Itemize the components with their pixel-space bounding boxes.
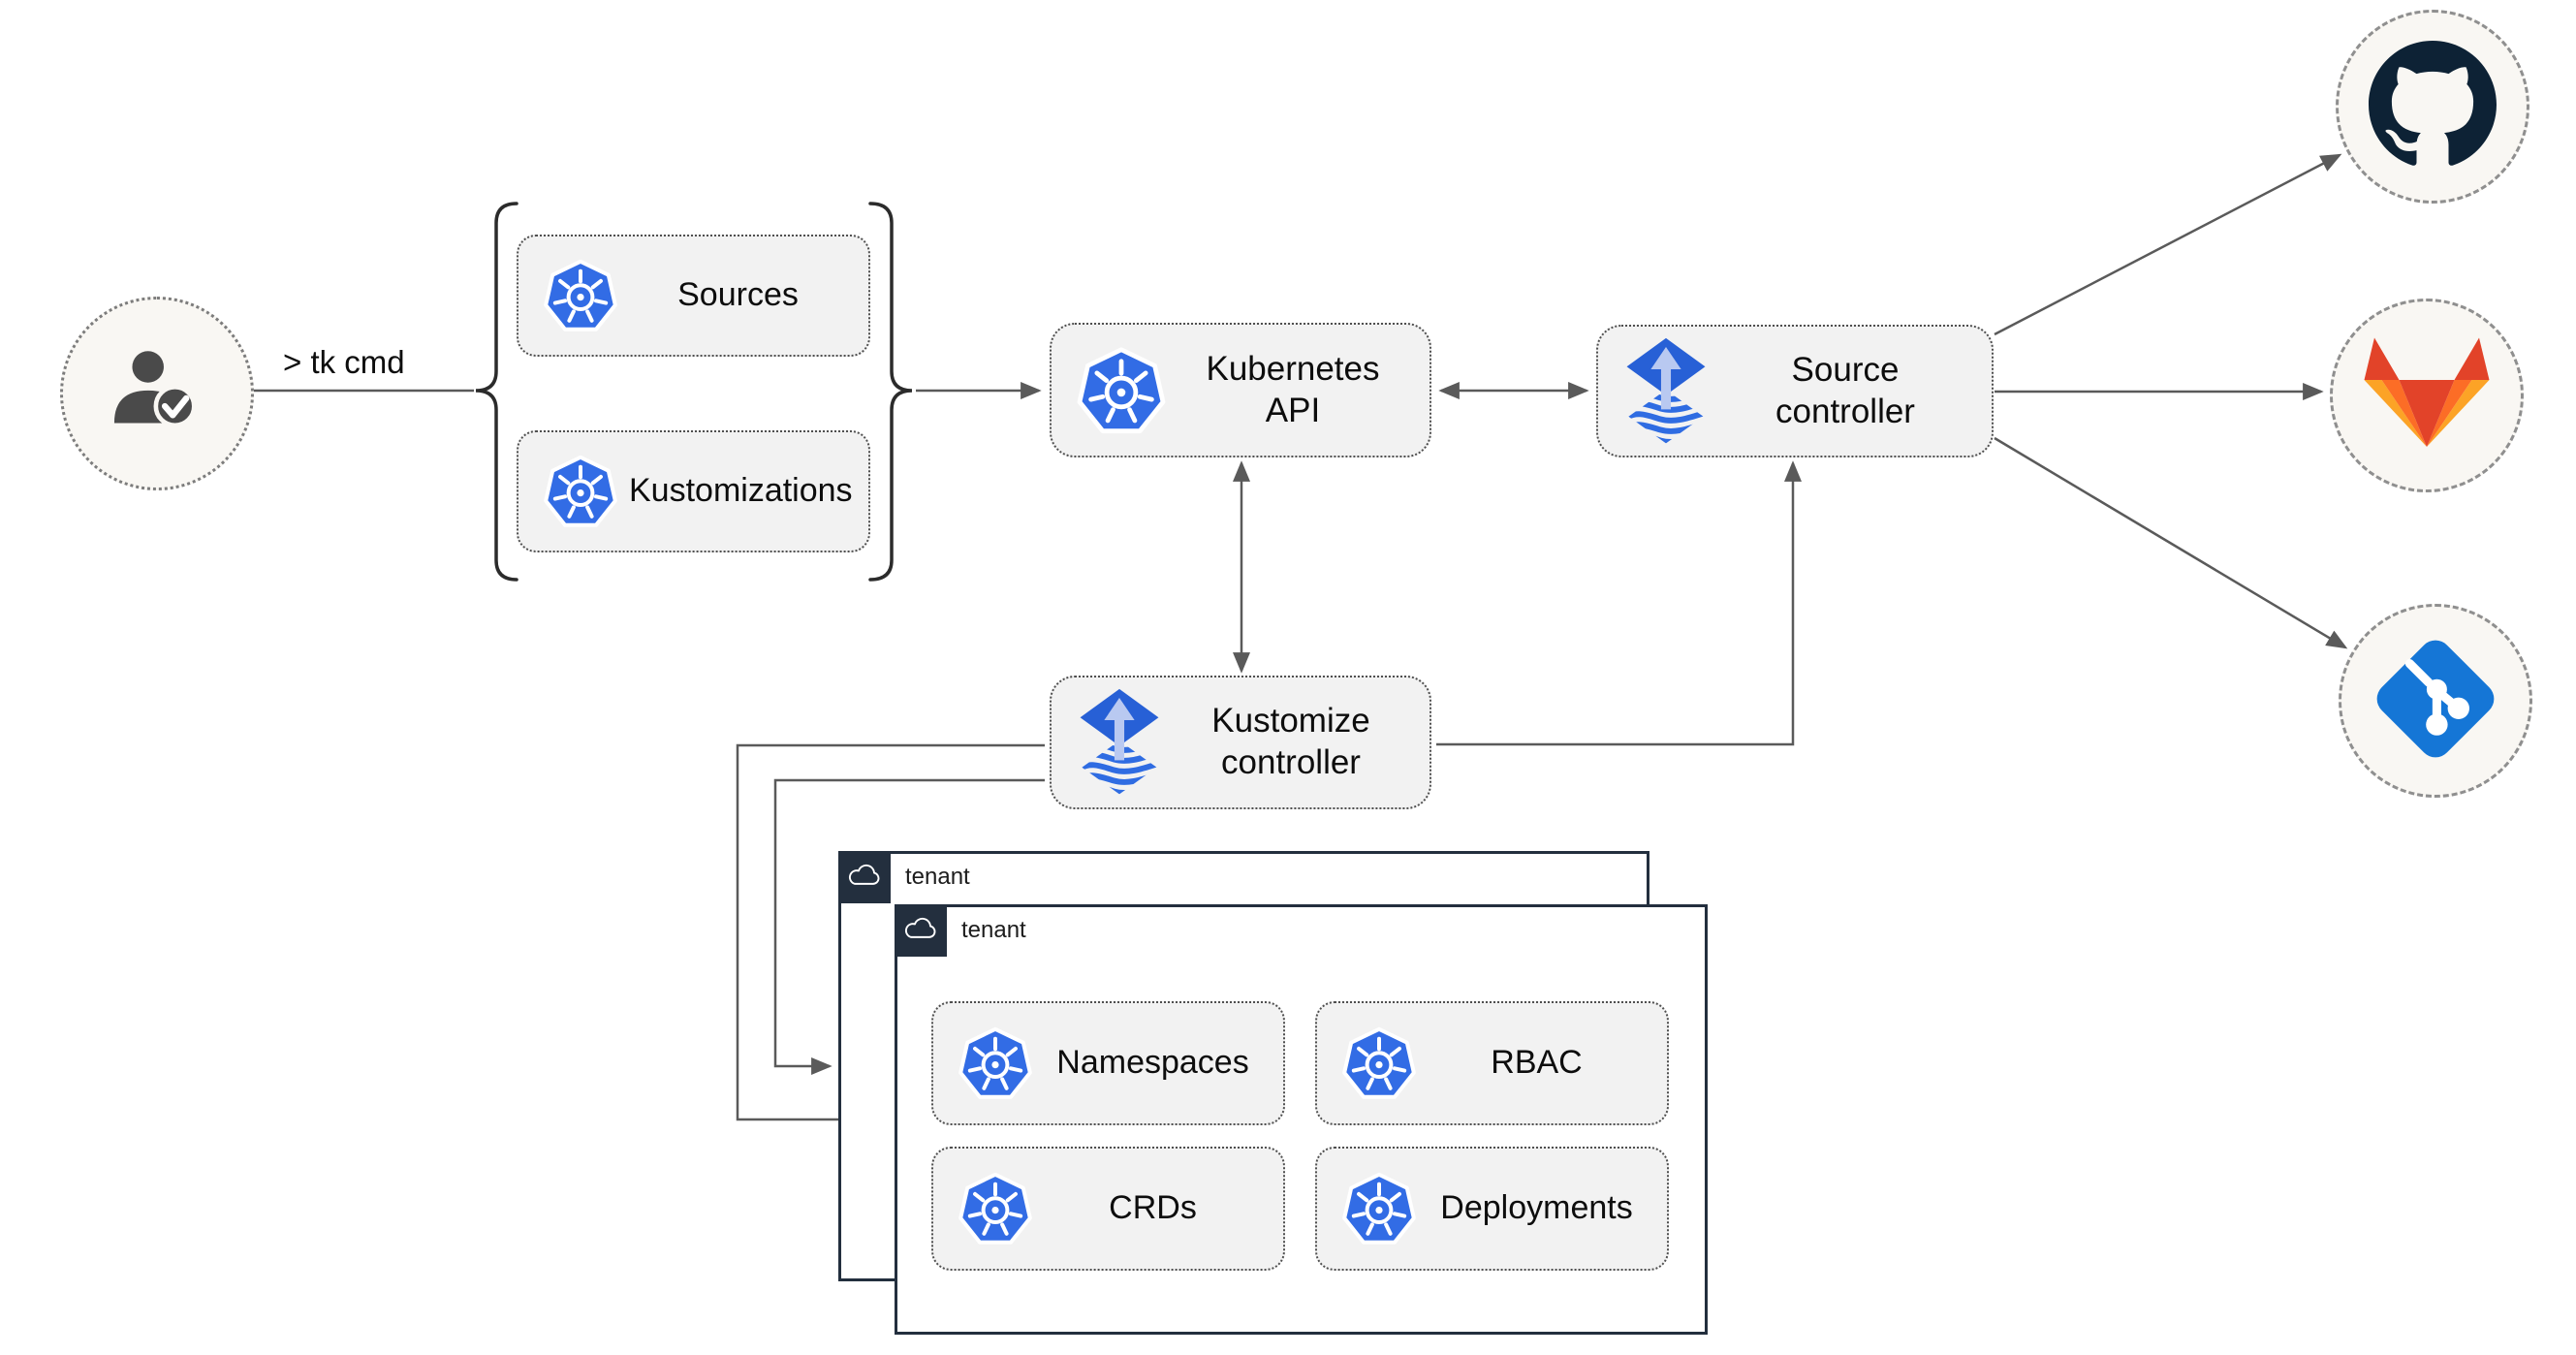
tenant-label: tenant [961, 917, 1026, 943]
github-node [2336, 10, 2529, 204]
kubernetes-icon [1340, 1170, 1418, 1247]
crds-node: CRDs [931, 1147, 1285, 1271]
source-controller-label: Source controller [1775, 350, 1915, 430]
flux-icon [1621, 336, 1711, 447]
kustomizations-node: Kustomizations [517, 430, 870, 552]
tk-cmd-label: > tk cmd [283, 344, 405, 380]
rbac-label: RBAC [1491, 1044, 1583, 1082]
kubernetes-icon [957, 1170, 1034, 1247]
kubernetes-icon [1075, 344, 1168, 437]
kubernetes-icon [1340, 1024, 1418, 1102]
kubernetes-icon [957, 1024, 1034, 1102]
sources-node: Sources [517, 235, 870, 357]
deployments-label: Deployments [1440, 1189, 1633, 1227]
user-node [60, 297, 254, 490]
right-brace [868, 202, 913, 582]
namespaces-label: Namespaces [1056, 1044, 1249, 1082]
source-controller-node: Source controller [1596, 325, 1994, 457]
namespaces-node: Namespaces [931, 1001, 1285, 1125]
tenant-header [895, 904, 947, 957]
github-icon [2369, 41, 2497, 173]
left-brace [475, 202, 518, 582]
gitlab-icon [2354, 328, 2499, 463]
tenant-label: tenant [905, 864, 970, 890]
kubernetes-icon [542, 453, 619, 530]
sources-label: Sources [677, 276, 799, 314]
user-check-icon [101, 335, 213, 453]
kubernetes-api-label: Kubernetes API [1206, 349, 1380, 429]
flux-icon [1075, 687, 1164, 798]
cloud-icon [902, 915, 939, 947]
kustomize-controller-label: Kustomize controller [1211, 702, 1370, 781]
kubernetes-icon [542, 257, 619, 334]
git-node [2339, 604, 2532, 798]
git-icon [2368, 631, 2503, 772]
rbac-node: RBAC [1315, 1001, 1669, 1125]
edge-source-to-github [1994, 153, 2342, 336]
kubernetes-api-node: Kubernetes API [1050, 323, 1431, 457]
edge-source-to-git [1994, 436, 2348, 649]
gitlab-node [2330, 299, 2524, 492]
deployments-node: Deployments [1315, 1147, 1669, 1271]
tenant-box-2: tenant Namespaces RBAC CRDs Deployments [895, 904, 1708, 1335]
cloud-icon [846, 862, 883, 894]
kustomizations-label: Kustomizations [629, 472, 853, 510]
tenant-header [838, 851, 891, 903]
edge-kustomize-to-source-controller [1436, 460, 1802, 746]
kustomize-controller-node: Kustomize controller [1050, 676, 1431, 809]
crds-label: CRDs [1109, 1189, 1197, 1227]
